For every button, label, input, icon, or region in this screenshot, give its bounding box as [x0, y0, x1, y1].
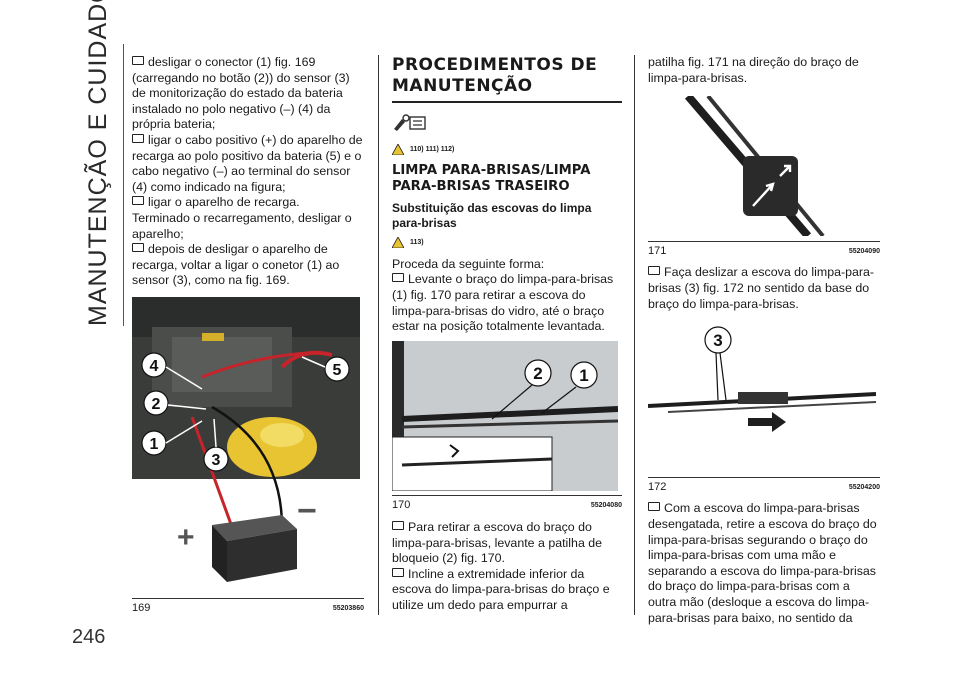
chapter-divider [123, 44, 124, 326]
figure-code: 55203860 [332, 604, 364, 612]
callout-4: 4 [150, 358, 159, 375]
warning-icon [392, 237, 404, 249]
paragraph: ligar o aparelho de recarga. [132, 195, 364, 211]
figure-caption: 169 55203860 [132, 597, 364, 617]
column-divider [378, 55, 379, 615]
warning-numbers: 113) [410, 239, 424, 247]
plus-sign: + [177, 521, 195, 554]
subsubsection-title: Substituição das escovas do limpa para-b… [392, 201, 592, 231]
callout-3: 3 [212, 452, 221, 469]
subsection-title: LIMPA PARA-BRISAS/LIMPA PARA-BRISAS TRAS… [392, 163, 591, 195]
warning-icon [392, 143, 404, 155]
wiper-photo-170: 2 1 [391, 340, 619, 492]
paragraph: Incline a extremidade inferior da escova… [392, 567, 622, 614]
callout-5: 5 [333, 362, 342, 379]
warning-refs: 113) [392, 235, 622, 251]
paragraph: Proceda da seguinte forma: [392, 256, 545, 271]
wiper-photo-171 [648, 93, 876, 239]
callout-2: 2 [152, 396, 161, 413]
figure-caption: 172 55204200 [648, 476, 880, 496]
paragraph: desligar o conector (1) fig. 169 (carreg… [132, 55, 364, 133]
figure-number: 172 [648, 480, 667, 493]
paragraph: Levante o braço do limpa-para-brisas (1)… [392, 272, 622, 334]
figure-172: 3 172 55204200 [647, 322, 880, 496]
minus-sign: − [297, 492, 317, 530]
figure-170: 2 1 170 55204080 [391, 340, 622, 514]
figure-code: 55204080 [590, 502, 622, 510]
callout-1: 1 [150, 436, 159, 453]
column-divider [634, 55, 635, 615]
column-3: patilha fig. 171 na direção do braço de … [647, 55, 880, 626]
warning-refs: 110) 111) 112) [392, 142, 622, 158]
figure-number: 170 [392, 499, 411, 512]
callout-3: 3 [713, 331, 722, 350]
callout-2: 2 [533, 364, 542, 383]
figure-caption: 170 55204080 [392, 495, 622, 514]
paragraph: ligar o cabo positivo (+) do aparelho de… [132, 132, 363, 194]
paragraph: Com a escova do limpa-para-brisas deseng… [648, 501, 880, 626]
paragraph: Terminado o recarregamento, desligar o a… [132, 210, 352, 241]
paragraph: Faça deslizar a escova do limpa-para-bri… [648, 265, 880, 312]
figure-caption: 171 55204090 [648, 240, 880, 260]
callout-1: 1 [579, 366, 588, 385]
column-2: PROCEDIMENTOS DE MANUTENÇÃO 110) 111) 11… [391, 55, 622, 614]
paragraph: patilha fig. 171 na direção do braço de … [648, 55, 859, 85]
figure-number: 169 [132, 601, 151, 614]
figure-number: 171 [648, 244, 667, 257]
battery-photo: + − 4 5 2 1 3 [132, 296, 360, 593]
figure-169: + − 4 5 2 1 3 169 55203860 [132, 296, 364, 617]
page-number: 246 [72, 626, 106, 648]
paragraph: depois de desligar o aparelho de recarga… [132, 242, 364, 289]
warning-numbers: 110) 111) 112) [410, 145, 455, 153]
maintenance-icon [394, 114, 426, 131]
figure-code: 55204090 [848, 247, 880, 255]
figure-171: 171 55204090 [648, 93, 880, 260]
column-1: desligar o conector (1) fig. 169 (carreg… [132, 55, 364, 622]
wiper-photo-172: 3 [647, 322, 877, 473]
paragraph: Para retirar a escova do braço do limpa-… [392, 520, 622, 567]
figure-code: 55204200 [848, 483, 880, 491]
section-title: PROCEDIMENTOS DE MANUTENÇÃO [392, 55, 622, 103]
chapter-title: MANUTENÇÃO E CUIDADOS [84, 0, 112, 326]
